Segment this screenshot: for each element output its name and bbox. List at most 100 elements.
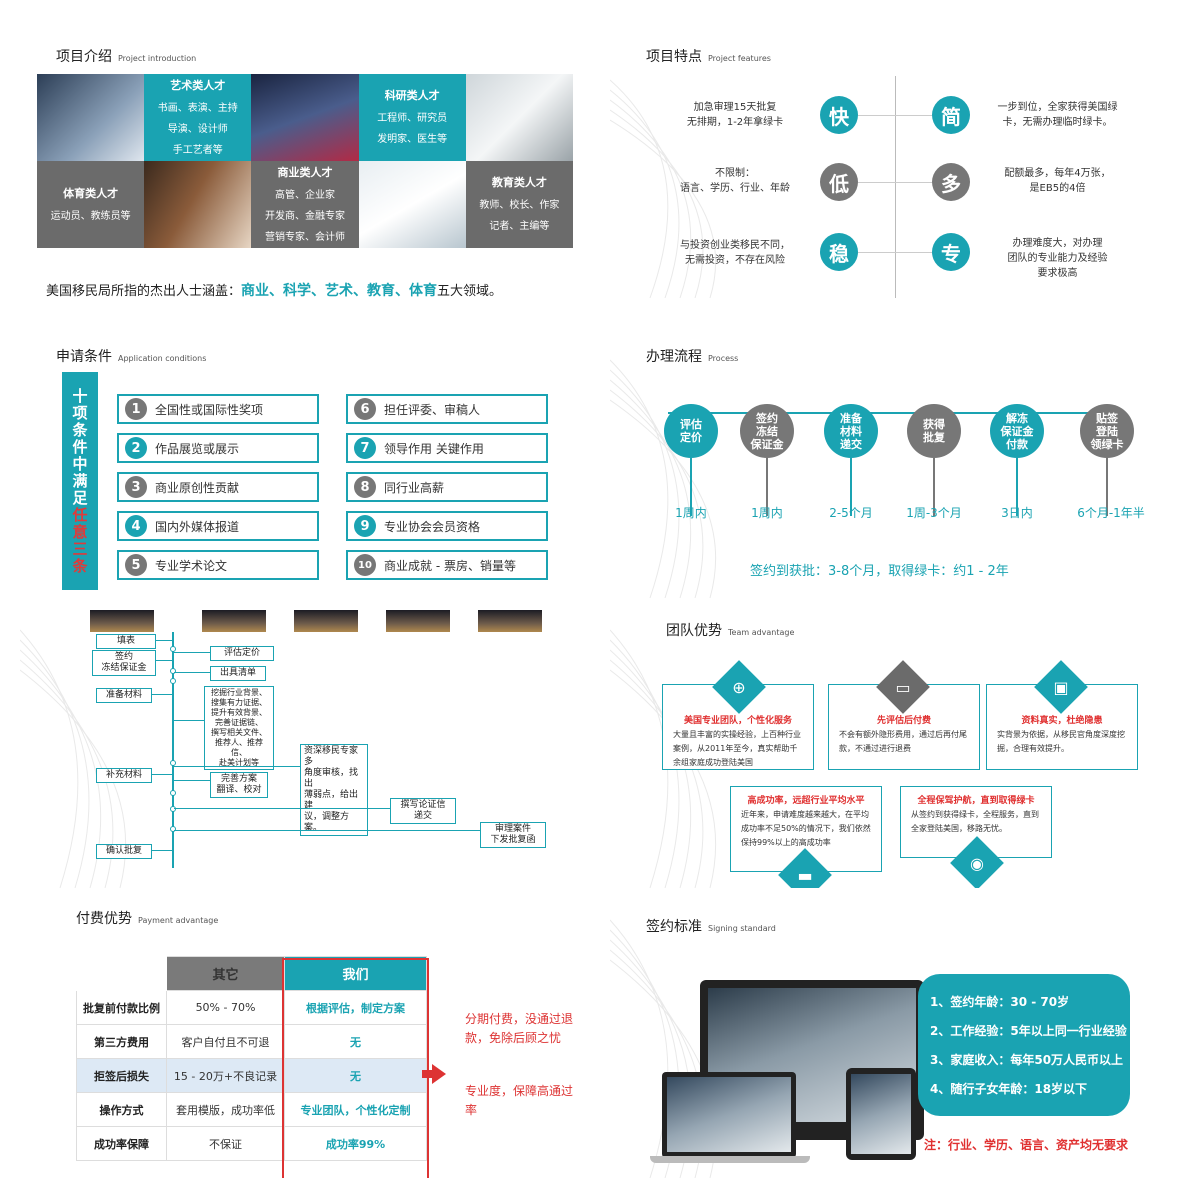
photo-business-men	[37, 74, 145, 161]
cell-sports: 体育类人才运动员、教练员等	[37, 161, 145, 248]
process-step: 获得批复	[907, 404, 961, 458]
camera-icon: ◉	[970, 853, 984, 873]
process-time: 1周-3个月	[906, 506, 962, 520]
intro-summary: 美国移民局所指的杰出人士涵盖：商业、科学、艺术、教育、体育五大领域。	[46, 283, 503, 298]
flow-list: 出具清单	[210, 666, 266, 681]
cell-education: 教育类人才教师、校长、作家记者、主编等	[465, 161, 573, 248]
feature-char-simple: 简	[932, 96, 970, 134]
flow-expert-review: 资深移民专家多 角度审核，找出 薄弱点，给出建 议，调整方案。	[300, 744, 368, 836]
process-time: 2-5个月	[829, 506, 873, 520]
process-summary: 签约到获批：3-8个月，取得绿卡：约1 - 2年	[750, 564, 1009, 579]
cell-art: 艺术类人才书画、表演、主持导演、设计师手工艺者等	[144, 74, 252, 161]
payment-note-1: 分期付费，没通过退款，免除后顾之忧	[465, 1012, 574, 1045]
tablet-image	[846, 1068, 916, 1160]
process-step: 签约冻结保证金	[740, 404, 794, 458]
flow-step-supplement: 补充材料	[96, 768, 152, 783]
feature-char-fast: 快	[820, 96, 858, 134]
center-divider	[895, 76, 896, 298]
flow-collect: 挖掘行业背景、 搜集有力证据、 提升有效背景、 完善证据链、 撰写相关文件、 推…	[204, 686, 274, 770]
feature-char-many: 多	[932, 163, 970, 201]
photo-lab	[465, 74, 573, 161]
feature-char-pro: 专	[932, 233, 970, 271]
feature-text-stable: 与投资创业类移民不同，无需投资，不存在风险	[680, 240, 790, 266]
header-photo	[294, 610, 358, 632]
flow-main-line	[172, 632, 174, 868]
flow-step-prepare: 准备材料	[96, 688, 152, 703]
feature-text-pro: 办理难度大，对办理团队的专业能力及经验要求极高	[1007, 238, 1108, 279]
flow-refine: 完善方案 翻译、校对	[210, 772, 268, 798]
process-step: 评估定价	[664, 404, 718, 458]
feature-text-low: 不限制：语言、学历、行业、年龄	[680, 168, 790, 194]
flow-step-fill-form: 填表	[96, 634, 156, 649]
table-row: 成功率保障不保证成功率99%	[76, 1126, 427, 1161]
highlight-box	[282, 958, 429, 1178]
computer-icon: ▬	[797, 865, 813, 885]
header-photo	[478, 610, 542, 632]
flow-evaluate: 评估定价	[210, 646, 274, 661]
conditions-vertical-banner: 十项条件中满足 任意三条	[62, 372, 98, 590]
process-time: 1周内	[751, 506, 783, 520]
col-us: 我们	[284, 956, 427, 991]
feature-text-fast: 加急审理15天批复无排期，1-2年拿绿卡	[686, 102, 784, 128]
process-step: 准备材料递交	[824, 404, 878, 458]
process-step: 解冻保证金付款	[990, 404, 1044, 458]
cell-research: 科研类人才工程师、研究员发明家、医生等	[358, 74, 466, 161]
photo-doctor	[358, 161, 466, 248]
talent-grid: 艺术类人才书画、表演、主持导演、设计师手工艺者等 科研类人才工程师、研究员发明家…	[37, 74, 573, 248]
header-photo	[202, 610, 266, 632]
team-card: 资料真实，杜绝隐患实背景为依据，从移民官角度深度挖掘，合理有效提升。	[986, 684, 1138, 770]
signing-note: 注：行业、学历、语言、资产均无要求	[924, 1138, 1129, 1152]
cell-business: 商业类人才高管、企业家开发商、金融专家营销专家、会计师	[251, 161, 359, 248]
feature-text-simple: 一步到位，全家获得美国绿卡，无需办理临时绿卡。	[997, 102, 1118, 128]
id-card-icon: ▣	[1053, 677, 1069, 697]
flow-step-confirm: 确认批复	[96, 844, 152, 859]
slide-flowchart: 填表 签约 冻结保证金 准备材料 补充材料 确认批复 评估定价 出具清单 挖掘行…	[20, 610, 590, 888]
flow-review-case: 审理案件 下发批复函	[480, 822, 546, 848]
header-photo	[386, 610, 450, 632]
flow-write-letter: 撰写论证信 递交	[390, 798, 456, 824]
laptop-image	[662, 1072, 796, 1158]
payment-note-2: 专业度，保障高通过率	[465, 1084, 574, 1117]
photo-violin	[144, 161, 252, 248]
process-line	[668, 412, 1124, 414]
process-time: 3日内	[1001, 506, 1033, 520]
process-time: 6个月-1年半	[1077, 506, 1145, 520]
monitor-icon: ▭	[895, 677, 911, 697]
process-time: 1周内	[675, 506, 707, 520]
flow-step-sign: 签约 冻结保证金	[92, 650, 156, 676]
globe-icon: ⊕	[732, 677, 746, 697]
table-row: 第三方费用客户自付且不可退无	[76, 1024, 427, 1059]
process-step: 贴签登陆领绿卡	[1080, 404, 1134, 458]
feature-char-stable: 稳	[820, 233, 858, 271]
col-others: 其它	[166, 956, 285, 991]
photo-gymnast	[251, 74, 359, 161]
feature-text-many: 配额最多，每年4万张，是EB5的4倍	[1004, 168, 1111, 194]
feature-char-low: 低	[820, 163, 858, 201]
arrow-right-icon	[422, 1064, 446, 1084]
signing-criteria-box: 1、签约年龄：30 - 70岁 2、工作经验：5年以上同一行业经验 3、家庭收入…	[918, 974, 1130, 1116]
